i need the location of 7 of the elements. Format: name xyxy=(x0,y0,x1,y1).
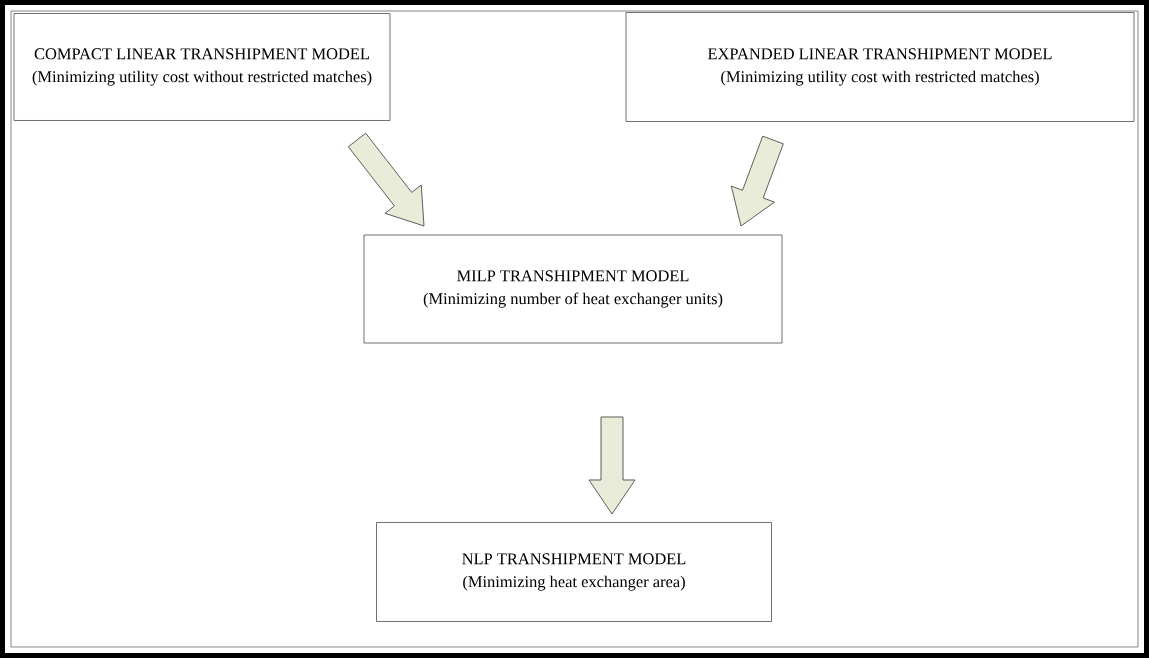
block-arrow xyxy=(730,135,784,227)
process-box: MILP TRANSHIPMENT MODEL (Minimizing number of heat exchanger units) xyxy=(363,234,783,344)
process-box: NLP TRANSHIPMENT MODEL (Minimizing heat exchanger area) xyxy=(376,522,772,622)
block-arrow xyxy=(588,416,636,515)
process-box: COMPACT LINEAR TRANSHIPMENT MODEL (Minimizing utility cost without restricted matches) xyxy=(13,13,391,121)
process-box: EXPANDED LINEAR TRANSHIPMENT MODEL (Minimizing utility cost with restricted matches) xyxy=(625,12,1135,122)
block-arrow xyxy=(347,132,425,227)
